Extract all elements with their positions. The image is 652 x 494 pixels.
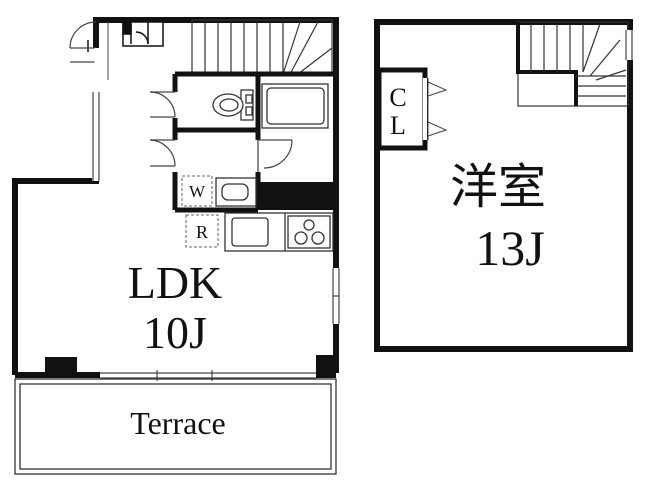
upper-window <box>625 30 633 60</box>
toilet-door <box>149 91 176 118</box>
ldk-side-window <box>332 268 340 324</box>
western-room-size: 13J <box>475 220 544 276</box>
fridge-space: R <box>185 214 219 248</box>
washer-label: W <box>189 182 206 201</box>
shoe-cabinet <box>122 21 164 47</box>
structural-wall-block <box>258 182 336 210</box>
closet-l-label: L <box>390 111 406 140</box>
wet-area-walls <box>172 71 336 213</box>
terrace-label: Terrace <box>130 405 225 441</box>
entrance-side-window <box>92 92 100 181</box>
toilet <box>212 89 254 121</box>
upper-floor-unit: C L 洋室 13J <box>374 19 633 352</box>
bathtub <box>261 83 329 129</box>
entrance-door <box>69 21 98 92</box>
column-left <box>45 357 77 375</box>
washbasin <box>215 177 257 207</box>
washroom-door <box>149 139 176 167</box>
terrace-outline <box>14 378 337 475</box>
first-floor-unit: W R <box>12 17 340 475</box>
staircase-1f <box>191 19 333 75</box>
washer-space: W <box>181 175 213 207</box>
terrace-sliding-door <box>100 370 316 381</box>
ldk-name: LDK <box>128 257 223 308</box>
western-room-name: 洋室 <box>450 161 546 214</box>
western-room-walls <box>374 19 633 352</box>
column-right <box>316 355 336 375</box>
kitchen-counter <box>224 212 334 252</box>
closet-c-label: C <box>389 83 406 112</box>
staircase-2f <box>516 21 629 107</box>
closet: C L <box>376 67 448 151</box>
bathroom-door <box>257 139 293 172</box>
stove <box>287 215 331 249</box>
fridge-label: R <box>196 222 208 242</box>
ldk-size: 10J <box>143 307 207 358</box>
